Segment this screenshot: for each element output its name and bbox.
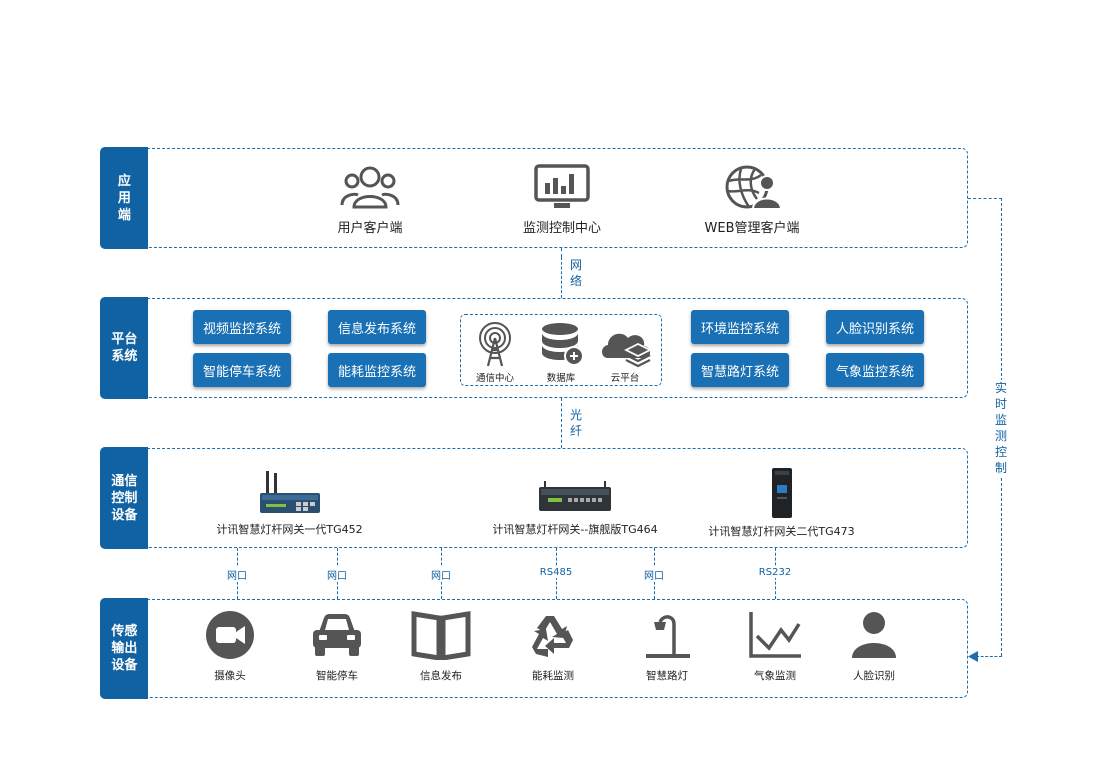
sensor-streetlight[interactable]: 智慧路灯 <box>622 610 712 683</box>
users-icon <box>340 166 400 209</box>
core-services-box: 通信中心 数据库 云平台 <box>460 314 662 386</box>
antenna-icon <box>479 322 511 367</box>
layer-application: 应 用 端 用户客户端 监测控制中心 <box>100 147 968 249</box>
layer-sensor: 传感 输出 设备 摄像头 智能停车 信息发布 <box>100 598 968 699</box>
streetlight-icon <box>646 615 690 658</box>
sensor-weather[interactable]: 气象监测 <box>730 610 820 683</box>
sys-button-smart-streetlight[interactable]: 智慧路灯系统 <box>691 353 789 387</box>
core-item-database[interactable]: 数据库 <box>531 320 591 384</box>
recycle-icon <box>532 616 573 657</box>
core-item-cloud-platform[interactable]: 云平台 <box>595 320 655 384</box>
link-label-fiber: 光 纤 <box>569 408 582 438</box>
line-chart-icon <box>749 612 801 658</box>
sys-button-face-recognition[interactable]: 人脸识别系统 <box>826 310 924 344</box>
interface-label-lan-2: 网口 <box>307 567 367 582</box>
device-tg452[interactable]: 计讯智慧灯杆网关一代TG452 <box>202 469 377 537</box>
device-tg473[interactable]: 计讯智慧灯杆网关二代TG473 <box>694 467 869 539</box>
camera-icon <box>206 611 254 659</box>
app-item-web-client[interactable]: WEB管理客户端 <box>672 163 832 236</box>
sensor-label: 信息发布 <box>420 670 462 682</box>
sensor-info-publish[interactable]: 信息发布 <box>396 610 486 683</box>
monitor-chart-icon <box>534 164 590 208</box>
interface-label-lan-1: 网口 <box>207 567 267 582</box>
link-label-network: 网 络 <box>569 258 582 288</box>
device-label: 计讯智慧灯杆网关一代TG452 <box>216 523 363 536</box>
app-item-label: WEB管理客户端 <box>704 221 800 236</box>
core-item-label: 云平台 <box>610 373 640 384</box>
layer-communication: 通信 控制 设备 计讯智慧灯杆网关一代TG452 <box>100 447 968 549</box>
sys-button-weather-monitor[interactable]: 气象监控系统 <box>826 353 924 387</box>
sensor-label: 智能停车 <box>316 670 358 682</box>
sensor-face[interactable]: 人脸识别 <box>829 610 919 683</box>
globe-user-icon <box>725 165 783 210</box>
core-item-label: 数据库 <box>546 373 576 384</box>
side-path-top <box>968 198 1002 199</box>
interface-label-rs232: RS232 <box>745 567 805 578</box>
database-icon <box>542 323 584 366</box>
switch-icon <box>539 481 611 511</box>
core-item-comm-center[interactable]: 通信中心 <box>465 320 525 384</box>
link-line-network-top <box>561 248 562 257</box>
layer-label-sensor: 传感 输出 设备 <box>100 598 149 699</box>
link-line-network <box>561 257 562 298</box>
sys-button-info-publish[interactable]: 信息发布系统 <box>328 310 426 344</box>
sensor-label: 智慧路灯 <box>646 670 688 682</box>
device-label: 计讯智慧灯杆网关二代TG473 <box>708 525 855 538</box>
sensor-label: 人脸识别 <box>853 670 895 682</box>
interface-label-lan-3: 网口 <box>411 567 471 582</box>
sensor-camera[interactable]: 摄像头 <box>185 610 275 683</box>
device-label: 计讯智慧灯杆网关--旗舰版TG464 <box>492 523 658 536</box>
core-item-label: 通信中心 <box>475 373 514 384</box>
tower-gateway-icon <box>771 468 792 518</box>
app-item-user-client[interactable]: 用户客户端 <box>290 163 450 236</box>
layer-platform: 平台 系统 视频监控系统 信息发布系统 智能停车系统 能耗监控系统 通信中心 数… <box>100 297 968 399</box>
layer-label-application: 应 用 端 <box>100 147 149 249</box>
person-icon <box>852 612 896 658</box>
sensor-parking[interactable]: 智能停车 <box>292 610 382 683</box>
sensor-energy[interactable]: 能耗监测 <box>508 610 598 683</box>
side-path-bottom <box>976 656 1002 657</box>
side-label-realtime-control: 实 时 监 测 控 制 <box>994 380 1008 476</box>
arrow-left-icon <box>968 651 978 662</box>
sys-button-energy-monitor[interactable]: 能耗监控系统 <box>328 353 426 387</box>
car-icon <box>313 614 361 656</box>
sensor-label: 摄像头 <box>214 670 246 682</box>
interface-label-lan-4: 网口 <box>624 567 684 582</box>
device-tg464[interactable]: 计讯智慧灯杆网关--旗舰版TG464 <box>485 479 665 537</box>
book-icon <box>411 611 471 660</box>
sensor-label: 气象监测 <box>754 670 796 682</box>
app-item-label: 监测控制中心 <box>522 221 601 236</box>
link-line-fiber <box>561 398 562 448</box>
app-item-monitor-center[interactable]: 监测控制中心 <box>482 163 642 236</box>
interface-label-rs485: RS485 <box>526 567 586 578</box>
layer-label-communication: 通信 控制 设备 <box>100 447 149 549</box>
app-item-label: 用户客户端 <box>337 221 403 236</box>
sys-button-video-monitor[interactable]: 视频监控系统 <box>193 310 291 344</box>
sys-button-env-monitor[interactable]: 环境监控系统 <box>691 310 789 344</box>
sys-button-smart-parking[interactable]: 智能停车系统 <box>193 353 291 387</box>
sensor-label: 能耗监测 <box>532 670 574 682</box>
router-icon <box>259 471 320 513</box>
layer-label-platform: 平台 系统 <box>100 297 149 399</box>
cloud-icon <box>602 333 652 368</box>
